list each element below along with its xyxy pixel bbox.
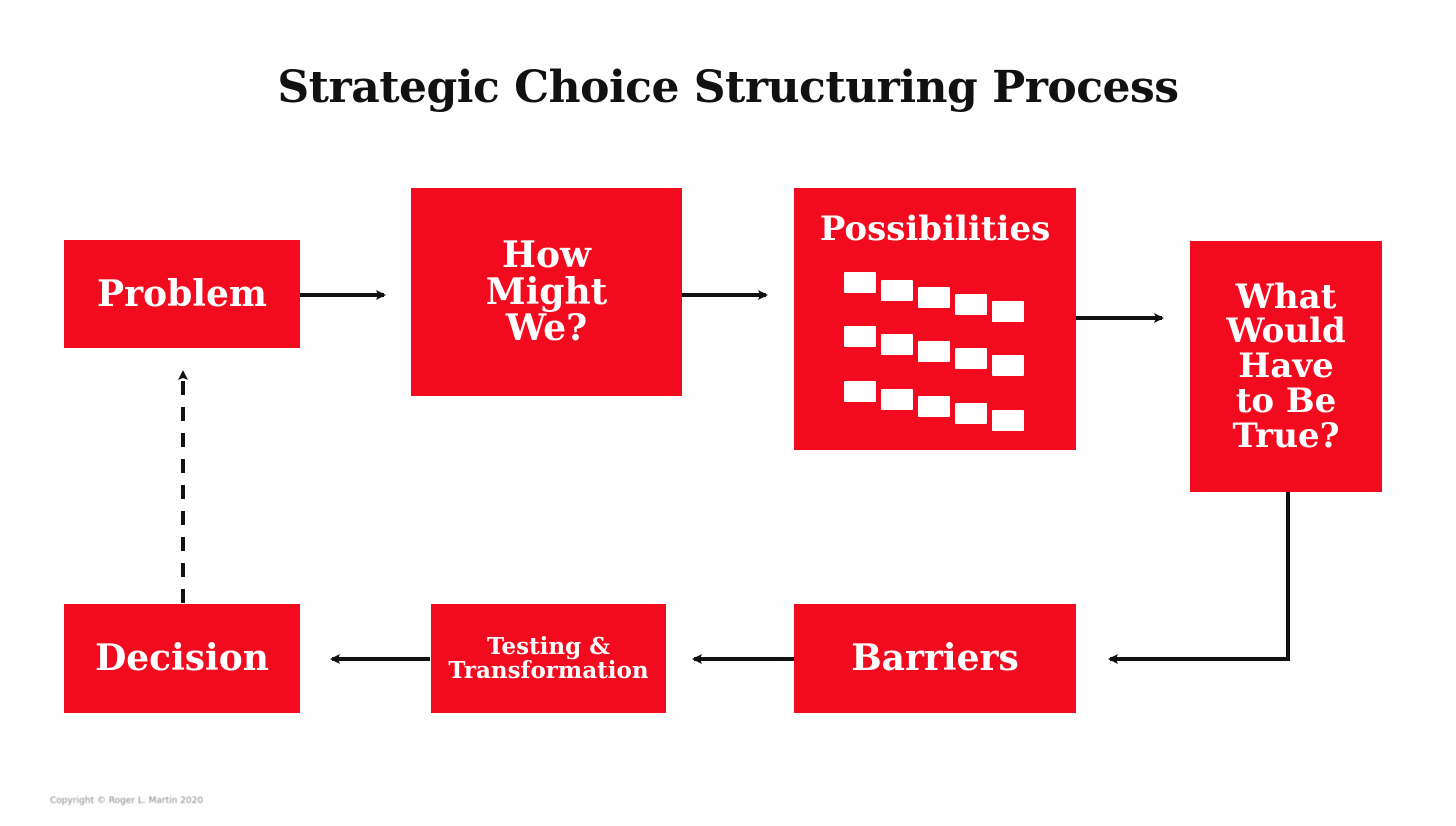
sequence-chip-icon [918, 287, 950, 308]
sequence-chip-icon [955, 348, 987, 369]
sequence-chip-icon [881, 334, 913, 355]
box-problem-label: Problem [97, 272, 267, 315]
arrow-wwhtbt-to-barriers [1108, 492, 1290, 664]
wwhtbt-line-1: What [1235, 276, 1337, 317]
wwhtbt-line-4: to Be [1235, 380, 1337, 421]
copyright-notice: Copyright © Roger L. Martin 2020 [50, 796, 204, 806]
box-problem: Problem [64, 240, 300, 348]
box-testing-transformation: Testing & Transformation [431, 604, 666, 713]
hmw-line-2: Might [485, 270, 608, 313]
sequence-chip-icon [992, 355, 1024, 376]
hmw-line-3: We? [505, 307, 588, 350]
sequence-chip-icon [955, 403, 987, 424]
testing-line-1: Testing & [487, 633, 610, 661]
sequence-chip-icon [844, 326, 876, 347]
box-what-would-have-to-be-true: What Would Have to Be True? [1190, 241, 1382, 492]
sequence-chip-icon [992, 301, 1024, 322]
diagram-title: Strategic Choice Structuring Process [277, 62, 1179, 113]
sequence-chip-icon [918, 341, 950, 362]
hmw-line-1: How [501, 233, 591, 276]
box-decision-label: Decision [95, 637, 269, 680]
wwhtbt-line-5: True? [1232, 415, 1340, 456]
testing-line-2: Transformation [448, 656, 649, 684]
box-decision: Decision [64, 604, 300, 713]
box-how-might-we: How Might We? [411, 188, 682, 396]
sequence-chip-icon [992, 410, 1024, 431]
wwhtbt-line-3: Have [1238, 346, 1334, 387]
sequence-chip-icon [955, 294, 987, 315]
wwhtbt-line-2: Would [1226, 311, 1346, 352]
sequence-chip-icon [918, 396, 950, 417]
sequence-chip-icon [881, 280, 913, 301]
box-barriers: Barriers [794, 604, 1076, 713]
sequence-chip-icon [844, 381, 876, 402]
box-possibilities-label: Possibilities [819, 209, 1051, 249]
box-barriers-label: Barriers [851, 637, 1019, 680]
sequence-chip-icon [881, 389, 913, 410]
sequence-chip-icon [844, 272, 876, 293]
